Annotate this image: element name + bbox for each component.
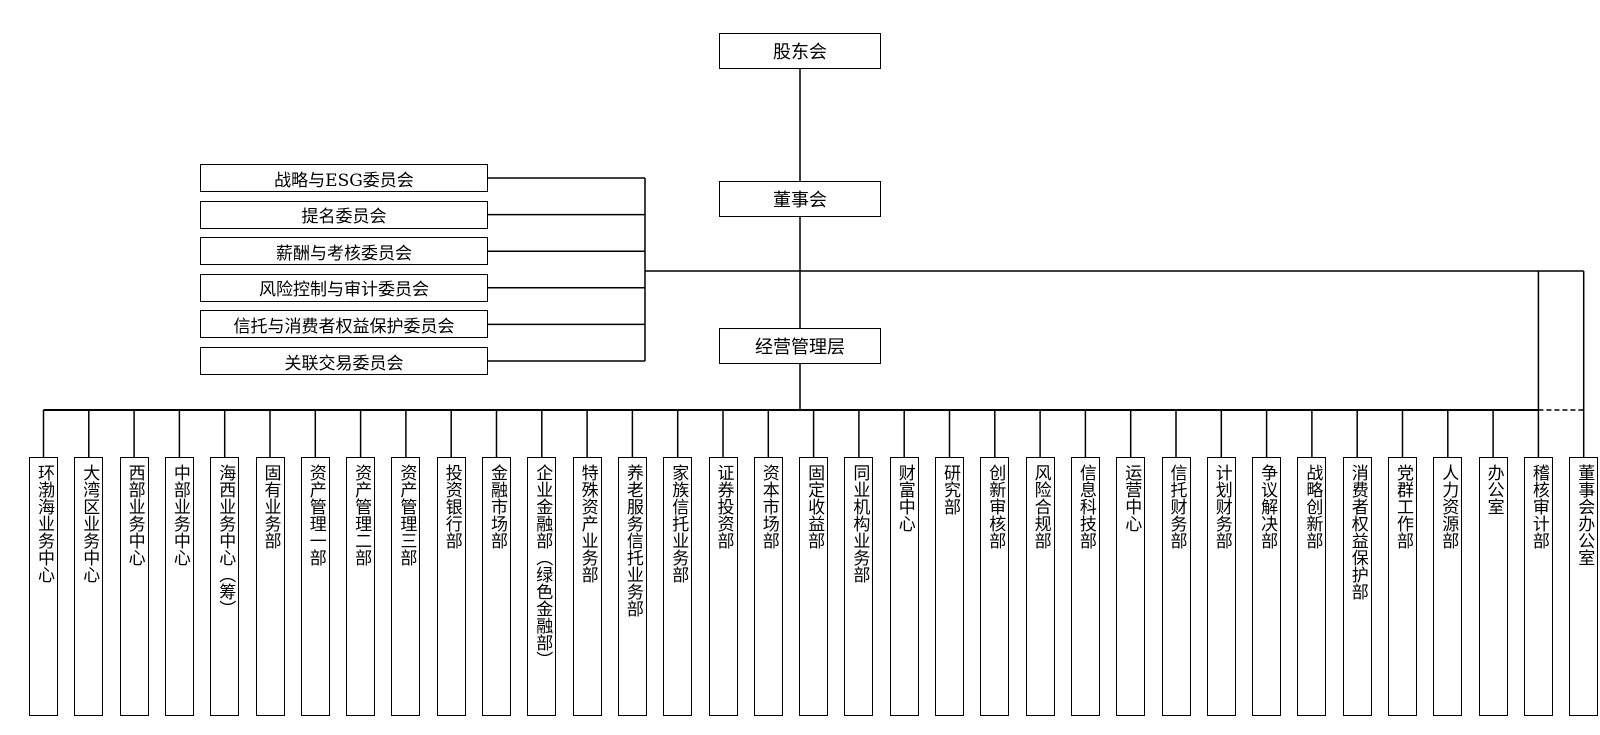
department-box: 家族信托业务部 [663,457,693,716]
committee-label: 关联交易委员会 [284,353,404,374]
department-box: 财富中心 [889,457,919,716]
department-label: 财富中心 [894,464,915,532]
department-label: 西部业务中心 [124,464,145,566]
department-label: 中部业务中心 [169,464,190,566]
department-box: 研究部 [935,457,964,716]
committee-box: 关联交易委员会 [200,347,488,375]
department-box: 海西业务中心（筹） [210,457,240,716]
committee-label: 提名委员会 [301,207,387,228]
department-label: 信息科技部 [1075,464,1096,549]
department-label: 董事会办公室 [1574,464,1595,566]
department-box: 运营中心 [1116,457,1146,716]
department-box: 风险合规部 [1025,457,1055,716]
management-box: 经营管理层 [719,328,881,364]
shareholders-box: 股东会 [719,33,881,69]
department-box: 党群工作部 [1388,457,1417,716]
department-box: 资产管理三部 [391,457,421,716]
department-box: 金融市场部 [482,457,511,716]
department-label: 争议解决部 [1257,464,1278,549]
department-box: 固有业务部 [255,457,285,716]
department-label: 人力资源部 [1438,464,1459,549]
department-box: 投资银行部 [436,457,466,716]
department-label: 固有业务部 [260,464,281,549]
committee-box: 信托与消费者权益保护委员会 [200,310,488,339]
department-label: 战略创新部 [1302,464,1323,549]
committee-box: 薪酬与考核委员会 [200,237,488,266]
department-label: 养老服务信托业务部 [622,464,643,617]
board-box: 董事会 [719,181,881,217]
department-label: 运营中心 [1121,464,1142,532]
committee-box: 提名委员会 [200,200,488,229]
department-box: 固定收益部 [799,457,829,716]
department-label: 海西业务中心（筹） [215,464,236,617]
department-label: 大湾区业务中心 [79,464,100,583]
department-label: 研究部 [940,464,960,515]
department-box: 信托财务部 [1161,457,1191,716]
department-box: 资产管理二部 [346,457,376,716]
department-label: 资产管理一部 [305,464,326,566]
committee-box: 战略与ESG委员会 [200,164,488,192]
department-label: 同业机构业务部 [849,464,870,583]
department-box: 大湾区业务中心 [74,457,104,716]
department-box: 资本市场部 [753,457,783,716]
department-label: 特殊资产业务部 [577,464,598,583]
department-label: 资本市场部 [758,464,779,549]
department-box: 董事会办公室 [1569,457,1599,716]
department-label: 创新审核部 [985,464,1006,549]
department-label: 环渤海业务中心 [34,464,54,583]
department-label: 家族信托业务部 [668,464,689,583]
department-box: 环渤海业务中心 [29,457,58,716]
department-box: 办公室 [1478,457,1508,716]
committee-label: 战略与ESG委员会 [274,170,414,191]
department-label: 资产管理二部 [351,464,372,566]
department-box: 稽核审计部 [1523,457,1553,716]
department-box: 中部业务中心 [164,457,194,716]
department-box: 西部业务中心 [119,457,149,716]
department-label: 办公室 [1483,464,1504,515]
department-label: 党群工作部 [1393,464,1413,549]
department-label: 企业金融部（绿色金融部） [532,464,553,668]
management-label: 经营管理层 [755,337,845,358]
department-box: 证券投资部 [708,457,738,716]
department-box: 战略创新部 [1297,457,1327,716]
department-box: 养老服务信托业务部 [617,457,647,716]
department-label: 稽核审计部 [1528,464,1549,549]
committee-label: 薪酬与考核委员会 [276,243,412,264]
department-box: 资产管理一部 [300,457,330,716]
department-box: 创新审核部 [980,457,1010,716]
department-label: 投资银行部 [441,464,462,549]
department-box: 人力资源部 [1433,457,1463,716]
department-box: 同业机构业务部 [844,457,874,716]
department-label: 证券投资部 [713,464,734,549]
department-box: 计划财务部 [1206,457,1236,716]
department-label: 消费者权益保护部 [1347,464,1368,600]
department-box: 信息科技部 [1070,457,1100,716]
department-label: 固定收益部 [804,464,825,549]
department-label: 金融市场部 [487,464,507,549]
department-label: 资产管理三部 [396,464,417,566]
department-label: 计划财务部 [1211,464,1232,549]
board-label: 董事会 [773,190,827,211]
department-box: 企业金融部（绿色金融部） [527,457,557,716]
department-box: 特殊资产业务部 [572,457,602,716]
shareholders-label: 股东会 [773,42,827,63]
committee-box: 风险控制与审计委员会 [200,273,488,302]
committee-label: 信托与消费者权益保护委员会 [233,316,455,337]
department-box: 消费者权益保护部 [1342,457,1372,716]
department-label: 风险合规部 [1030,464,1051,549]
department-box: 争议解决部 [1252,457,1282,716]
committee-label: 风险控制与审计委员会 [259,280,429,301]
department-label: 信托财务部 [1166,464,1187,549]
